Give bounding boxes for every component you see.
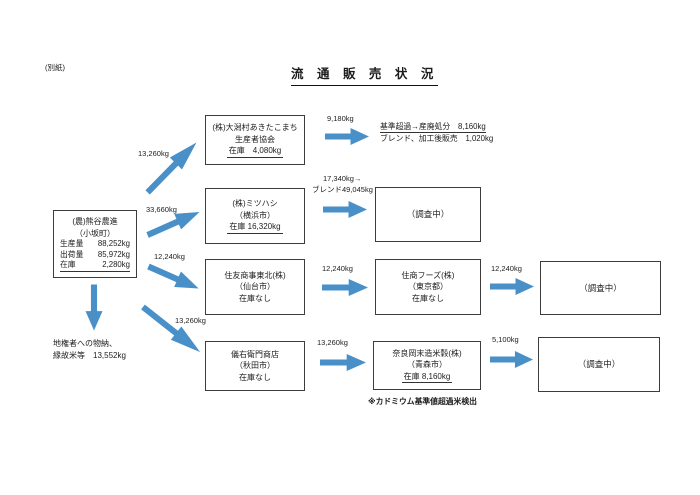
flow-arrow-row3-out2: [490, 278, 534, 295]
distributor-name: 儀右衛門商店: [231, 349, 279, 359]
attachment-label: (別紙): [45, 63, 65, 72]
mid-name: 住商フーズ(株): [401, 270, 455, 280]
flow-amount-label: 13,260kg: [138, 149, 169, 158]
flow-amount-label-blend: 17,340kg→ ブレンド49,045kg: [312, 173, 373, 196]
distributor-location: （仙台市）: [235, 282, 275, 292]
cadmium-note: ※カドミウム基準値超過米検出: [368, 397, 477, 406]
distributor-name: (株)ミツハシ: [232, 199, 278, 209]
flow-arrow-to-giemon: [138, 300, 206, 359]
flow-amount-label: 12,240kg: [322, 264, 353, 273]
distributor-location: （秋田市）: [235, 361, 275, 371]
flow-amount-label: 5,100kg: [492, 335, 519, 344]
flow-arrow-row4-out: [320, 354, 366, 371]
production-label: 生産量: [60, 239, 84, 249]
producer-stock-row: 在庫 2,280kg: [60, 260, 130, 272]
shipment-value: 85,972kg: [97, 249, 130, 259]
blend-label-line1: 17,340kg→: [323, 174, 362, 183]
producer-production-row: 生産量 88,252kg: [60, 239, 130, 250]
distributor-stock: 在庫なし: [239, 372, 271, 382]
dest-label: （調査中）: [579, 282, 622, 293]
flow-arrow-row1-out: [325, 128, 369, 145]
dest-box-investigating-row2: （調査中）: [375, 187, 481, 242]
flow-arrow-to-ogata: [141, 137, 202, 199]
mid-location: （東京都）: [408, 282, 448, 292]
mid-stock: 在庫なし: [412, 293, 444, 303]
mid-box-sumisho-foods: 住商フーズ(株) （東京都） 在庫なし: [375, 259, 481, 315]
producer-location: （小坂町）: [75, 228, 115, 238]
producer-box: (農)熊谷農進 （小坂町） 生産量 88,252kg 出荷量 85,972kg …: [53, 210, 137, 278]
distributor-box-mitsuhashi: (株)ミツハシ （横浜市） 在庫 16,320kg: [205, 188, 305, 244]
result-disposal: 基準超過→産廃処分 8,160kg: [380, 122, 486, 133]
dest-box-investigating-row4: （調査中）: [538, 337, 660, 392]
dest-box-investigating-row3: （調査中）: [540, 261, 661, 315]
stock-value: 2,280kg: [102, 260, 130, 270]
page-title: 流 通 販 売 状 況: [291, 63, 439, 86]
stock-label: 在庫: [60, 260, 76, 270]
distributor-box-ogata: (株)大潟村あきたこまち 生産者協会 在庫 4,080kg: [205, 115, 305, 165]
distributor-name-line1: (株)大潟村あきたこまち: [212, 123, 298, 133]
distributor-stock: 在庫なし: [239, 293, 271, 303]
dest-label: （調査中）: [577, 359, 621, 370]
producer-shipment-row: 出荷量 85,972kg: [60, 250, 130, 261]
flow-arrow-row4-out2: [490, 351, 533, 368]
distributor-box-giemon: 儀右衛門商店 （秋田市） 在庫なし: [205, 341, 305, 391]
production-value: 88,252kg: [97, 239, 130, 249]
mid-box-naraoka: 奈良岡末造米穀(株) （青森市） 在庫 8,160kg: [373, 341, 481, 390]
mid-location: （青森市）: [407, 360, 447, 370]
distributor-name: 住友商事東北(株): [224, 270, 286, 280]
landowner-note-line2: 縁故米等 13,552kg: [53, 351, 126, 361]
landowner-note-line1: 地権者への物納、: [53, 339, 117, 348]
landowner-note: 地権者への物納、 縁故米等 13,552kg: [53, 338, 126, 363]
distributor-stock: 在庫 16,320kg: [227, 221, 283, 234]
distributor-location: （横浜市）: [235, 210, 275, 220]
flow-amount-label: 9,180kg: [327, 114, 354, 123]
flow-arrow-to-sumitomo: [145, 259, 202, 297]
dest-label: （調査中）: [406, 209, 450, 220]
flow-amount-label: 33,660kg: [146, 205, 177, 214]
flow-arrow-row3-out: [322, 279, 368, 296]
flow-amount-label: 13,260kg: [175, 316, 206, 325]
mid-name: 奈良岡末造米穀(株): [392, 348, 462, 358]
row1-result-text: 基準超過→産廃処分 8,160kg ブレンド、加工後販売 1,020kg: [380, 121, 493, 144]
flow-amount-label: 12,240kg: [154, 252, 185, 261]
flow-arrow-row2-out: [323, 201, 367, 218]
flow-amount-label: 13,260kg: [317, 338, 348, 347]
flow-amount-label: 12,240kg: [491, 264, 522, 273]
result-blend-sale: ブレンド、加工後販売 1,020kg: [380, 133, 494, 143]
distributor-name-line2: 生産者協会: [235, 134, 275, 144]
flow-arrow-to-landowners: [86, 285, 103, 331]
distributor-box-sumitomo: 住友商事東北(株) （仙台市） 在庫なし: [205, 259, 305, 315]
shipment-label: 出荷量: [60, 249, 84, 259]
producer-name: (農)熊谷農進: [72, 217, 118, 227]
mid-stock: 在庫 8,160kg: [401, 371, 453, 384]
blend-label-line2: ブレンド49,045kg: [312, 185, 373, 195]
distributor-stock: 在庫 4,080kg: [226, 145, 284, 158]
